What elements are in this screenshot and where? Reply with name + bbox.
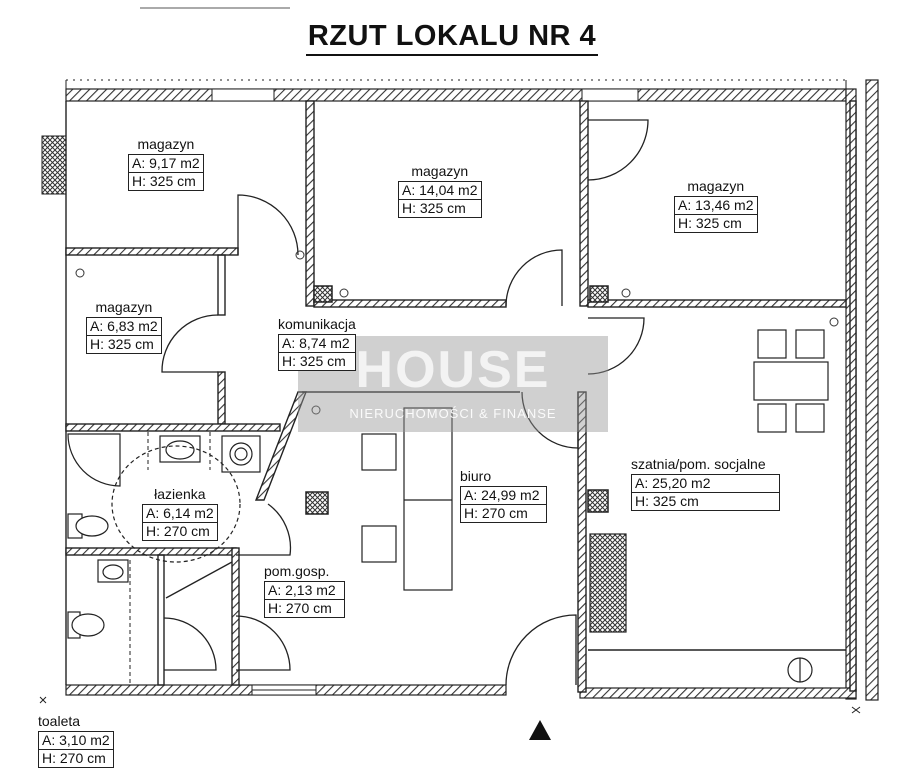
room-name: łazienka <box>154 486 206 502</box>
room-name: magazyn <box>137 136 195 152</box>
plan-title-text: RZUT LOKALU NR 4 <box>305 20 599 56</box>
room-label-magazyn-1: magazyn A: 9,17 m2 H: 325 cm <box>128 136 204 191</box>
locker-unit <box>589 533 627 633</box>
top-windows <box>211 88 639 102</box>
room-area: A: 6,14 m2 <box>142 504 218 523</box>
room-area: A: 13,46 m2 <box>674 196 758 215</box>
ventilation-shaft-magazyn-2 <box>313 285 333 303</box>
room-area: A: 6,83 m2 <box>86 317 162 336</box>
room-area: A: 9,17 m2 <box>128 154 204 173</box>
room-height: H: 270 cm <box>264 600 345 618</box>
room-height: H: 270 cm <box>142 523 218 541</box>
door-magazyn-4 <box>161 314 219 373</box>
room-area: A: 2,13 m2 <box>264 581 345 600</box>
door-pom-gosp <box>235 615 291 671</box>
plan-title: RZUT LOKALU NR 4 <box>0 20 904 56</box>
wall-right-outer <box>865 79 879 701</box>
bathroom-fixtures <box>67 433 261 639</box>
room-label-komunikacja: komunikacja A: 8,74 m2 H: 325 cm <box>278 316 356 371</box>
room-label-szatnia: szatnia/pom. socjalne A: 25,20 m2 H: 325… <box>631 456 780 511</box>
chair-5 <box>757 403 787 433</box>
room-name: magazyn <box>687 178 745 194</box>
door-szatnia <box>587 317 645 375</box>
room-height: H: 325 cm <box>674 215 758 233</box>
doors <box>161 119 649 686</box>
office-furniture <box>361 407 453 591</box>
window-top-1 <box>211 88 275 102</box>
room-height: H: 325 cm <box>86 336 162 354</box>
door-lazienka <box>236 503 292 556</box>
table <box>753 361 829 401</box>
room-name: toaleta <box>38 713 81 729</box>
wall-bottom-right <box>579 687 857 699</box>
detector-symbols <box>75 250 839 415</box>
door-magazyn-1 <box>237 194 299 256</box>
chair-3 <box>757 329 787 359</box>
room-label-lazienka: łazienka A: 6,14 m2 H: 270 cm <box>142 486 218 541</box>
room-label-toaleta: toaleta A: 3,10 m2 H: 270 cm <box>38 713 114 768</box>
watermark-brand: HOUSE <box>355 341 551 399</box>
room-label-magazyn-2: magazyn A: 14,04 m2 H: 325 cm <box>398 163 482 218</box>
room-height: H: 270 cm <box>38 750 114 768</box>
room-height: H: 325 cm <box>631 493 780 511</box>
watermark-tagline: NIERUCHOMOŚCI & FINANSE <box>349 406 557 421</box>
room-name: magazyn <box>411 163 469 179</box>
room-area: A: 8,74 m2 <box>278 334 356 353</box>
room-area: A: 24,99 m2 <box>460 486 547 505</box>
door-biuro-right <box>521 391 579 449</box>
door-magazyn-2 <box>587 119 649 181</box>
room-area: A: 14,04 m2 <box>398 181 482 200</box>
ventilation-shaft-biuro <box>305 491 329 515</box>
north-arrow-icon <box>529 720 551 740</box>
door-toaleta <box>163 617 217 671</box>
left-vent-block <box>41 135 67 195</box>
chair-4 <box>795 329 825 359</box>
desk <box>403 407 453 591</box>
room-height: H: 325 cm <box>128 173 204 191</box>
room-height: H: 270 cm <box>460 505 547 523</box>
door-komunikacja <box>505 249 563 307</box>
room-height: H: 325 cm <box>278 353 356 371</box>
wall-top <box>65 88 847 102</box>
room-label-magazyn-3: magazyn A: 13,46 m2 H: 325 cm <box>674 178 758 233</box>
window-top-2 <box>581 88 639 102</box>
watermark: HOUSE NIERUCHOMOŚCI & FINANSE <box>298 336 608 432</box>
room-label-pom-gosp: pom.gosp. A: 2,13 m2 H: 270 cm <box>264 563 345 618</box>
room-area: A: 3,10 m2 <box>38 731 114 750</box>
room-height: H: 325 cm <box>398 200 482 218</box>
room-area: A: 25,20 m2 <box>631 474 780 493</box>
ventilation-shaft-magazyn-3 <box>589 285 609 303</box>
chair-2 <box>361 525 397 563</box>
room-name: komunikacja <box>278 316 356 332</box>
kitchen-furniture <box>589 329 829 683</box>
dimension-ticks <box>39 79 861 714</box>
shower-tray <box>67 433 121 487</box>
room-name: szatnia/pom. socjalne <box>631 456 766 472</box>
chair-1 <box>361 433 397 471</box>
interior-walls <box>65 100 857 693</box>
room-label-magazyn-4: magazyn A: 6,83 m2 H: 325 cm <box>86 299 162 354</box>
door-biuro-bottom <box>505 614 577 686</box>
room-name: pom.gosp. <box>264 563 330 579</box>
room-name: biuro <box>460 468 492 484</box>
ventilation-shaft-szatnia <box>587 489 609 513</box>
bathroom-zone-outline <box>111 445 241 563</box>
room-label-biuro: biuro A: 24,99 m2 H: 270 cm <box>460 468 547 523</box>
chair-6 <box>795 403 825 433</box>
room-name: magazyn <box>95 299 153 315</box>
